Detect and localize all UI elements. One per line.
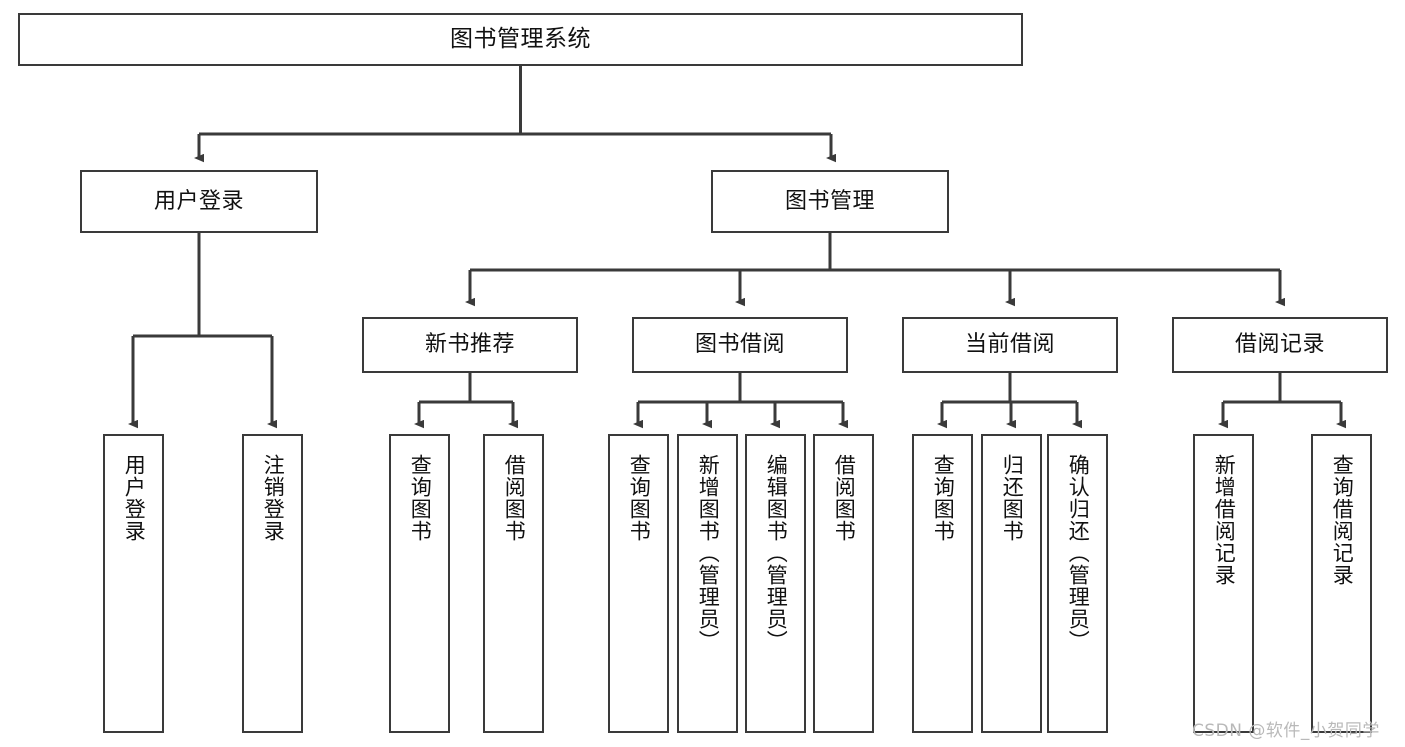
leaf-current-borrow-confirm-return-admin[interactable]: 确认归还（管理员） (1047, 434, 1108, 733)
node-label: 用户登录 (122, 454, 147, 542)
node-current-borrow[interactable]: 当前借阅 (902, 317, 1118, 373)
node-label: 确认归还（管理员） (1066, 454, 1091, 652)
node-label: 借阅图书 (502, 454, 527, 542)
node-book-management[interactable]: 图书管理 (711, 170, 949, 233)
leaf-current-borrow-return-book[interactable]: 归还图书 (981, 434, 1042, 733)
node-label: 查询借阅记录 (1330, 454, 1355, 586)
node-label: 图书管理 (784, 188, 875, 214)
leaf-book-borrow-borrow-book[interactable]: 借阅图书 (813, 434, 874, 733)
leaf-book-borrow-edit-book-admin[interactable]: 编辑图书（管理员） (745, 434, 806, 733)
leaf-borrow-record-add-record[interactable]: 新增借阅记录 (1193, 434, 1254, 733)
node-book-borrow[interactable]: 图书借阅 (632, 317, 848, 373)
node-label: 查询图书 (931, 454, 956, 542)
leaf-user-login-logout[interactable]: 注销登录 (242, 434, 303, 733)
node-label: 注销登录 (261, 454, 286, 542)
node-label: 借阅图书 (832, 454, 857, 542)
node-label: 新增借阅记录 (1212, 454, 1237, 586)
node-label: 新书推荐 (424, 332, 515, 358)
node-label: 查询图书 (627, 454, 652, 542)
node-label: 新增图书（管理员） (696, 454, 721, 652)
leaf-borrow-record-query-record[interactable]: 查询借阅记录 (1311, 434, 1372, 733)
node-user-login[interactable]: 用户登录 (80, 170, 318, 233)
node-label: 编辑图书（管理员） (764, 454, 789, 652)
leaf-book-borrow-query-book[interactable]: 查询图书 (608, 434, 669, 733)
leaf-new-book-query-book[interactable]: 查询图书 (389, 434, 450, 733)
node-label: 借阅记录 (1234, 332, 1325, 358)
leaf-new-book-borrow-book[interactable]: 借阅图书 (483, 434, 544, 733)
leaf-book-borrow-add-book-admin[interactable]: 新增图书（管理员） (677, 434, 738, 733)
csdn-watermark: CSDN @软件_小贺同学 (1192, 721, 1380, 741)
leaf-current-borrow-query-book[interactable]: 查询图书 (912, 434, 973, 733)
node-label: 图书借阅 (694, 332, 785, 358)
node-borrow-record[interactable]: 借阅记录 (1172, 317, 1388, 373)
node-label: 归还图书 (1000, 454, 1025, 542)
node-root-book-management-system[interactable]: 图书管理系统 (18, 13, 1023, 66)
node-label: 查询图书 (408, 454, 433, 542)
node-label: 当前借阅 (964, 332, 1055, 358)
node-label: 图书管理系统 (450, 26, 591, 53)
node-new-book-recommend[interactable]: 新书推荐 (362, 317, 578, 373)
leaf-user-login-login[interactable]: 用户登录 (103, 434, 164, 733)
node-label: 用户登录 (153, 188, 244, 214)
